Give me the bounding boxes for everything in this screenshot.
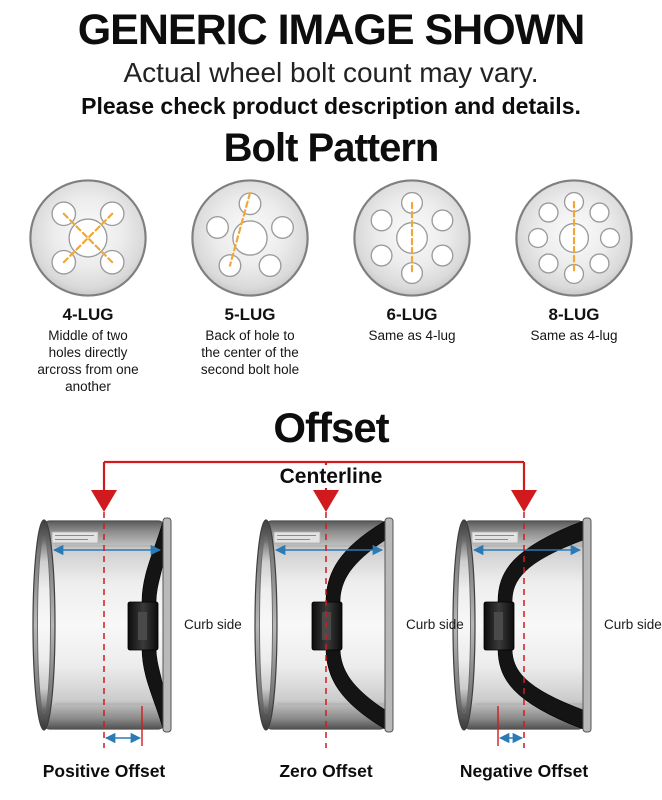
spec-label-box <box>51 531 99 543</box>
offset-diagram-svg: Curb side Curb side Curb side <box>32 460 662 748</box>
curb-side-label: Curb side <box>406 617 464 632</box>
lug-label: 6-LUG <box>386 305 438 324</box>
lug-hole <box>370 244 393 267</box>
offset-title: Offset <box>273 403 389 451</box>
lug-hole <box>538 202 559 223</box>
offset-type-labels: Positive Offset Zero Offset Negative Off… <box>0 761 662 789</box>
lug-column-5: 5-LUG Back of hole to the center of the … <box>176 175 324 379</box>
page-note: Please check product description and det… <box>81 93 581 119</box>
lug-diagram-5-icon <box>191 179 309 297</box>
centerline-pointer-triangle <box>313 489 339 512</box>
lug-hole <box>258 254 282 278</box>
zero-offset-label: Zero Offset <box>279 760 373 781</box>
lug-hole <box>431 209 454 232</box>
measurement-dashed-line <box>228 191 252 267</box>
wheel-back-lip-inner <box>457 536 471 713</box>
wheel-cross-section-positive <box>32 517 172 732</box>
lug-hole <box>527 227 549 249</box>
bolt-pattern-row: 4-LUG Middle of two holes directly arcro… <box>0 175 662 396</box>
offset-diagram: Curb side Curb side Curb side Centerline <box>0 456 662 759</box>
lug-column-8: 8-LUG Same as 4-lug <box>500 175 648 345</box>
centerline-pointer-triangle <box>91 489 117 512</box>
bolt-pattern-title: Bolt Pattern <box>223 126 440 170</box>
lug-hole <box>589 253 610 274</box>
wheel-front-lip <box>582 517 592 732</box>
lug-column-4: 4-LUG Middle of two holes directly arcro… <box>14 175 162 396</box>
page-title: GENERIC IMAGE SHOWN <box>77 6 586 54</box>
wheel-back-lip-inner <box>259 536 273 713</box>
lug-label: 5-LUG <box>224 305 276 324</box>
negative-offset-label: Negative Offset <box>459 760 589 781</box>
centerline-pointer-triangle <box>511 489 537 512</box>
positive-offset-label: Positive Offset <box>42 760 166 781</box>
lug-label: 4-LUG <box>62 305 114 324</box>
measurement-dashed-line <box>62 212 114 264</box>
lug-column-6: 6-LUG Same as 4-lug <box>338 175 486 345</box>
lug-label: 8-LUG <box>548 305 600 324</box>
lug-hole <box>589 202 610 223</box>
curb-side-label: Curb side <box>184 617 242 632</box>
wheel-cross-section-zero <box>254 517 394 732</box>
spec-label-box <box>471 531 519 543</box>
curb-side-label: Curb side <box>604 617 662 632</box>
spec-label-box <box>273 531 321 543</box>
lug-hole <box>599 227 621 249</box>
measurement-dashed-line <box>62 212 114 264</box>
wheel-front-lip <box>384 517 394 732</box>
wheel-back-lip-inner <box>37 536 51 713</box>
lug-description: Back of hole to the center of the second… <box>200 328 300 377</box>
lug-description: Middle of two holes directly arcross fro… <box>37 328 139 394</box>
hub-slot <box>494 611 503 640</box>
lug-diagram-8-icon <box>515 179 633 297</box>
lug-hole <box>370 209 393 232</box>
lug-hole <box>271 215 294 239</box>
lug-diagram-6-icon <box>353 179 471 297</box>
wheel-cross-section-negative <box>452 517 592 732</box>
page-subtitle: Actual wheel bolt count may vary. <box>123 57 539 88</box>
hub-slot <box>138 611 147 640</box>
lug-diagram-4-icon <box>29 179 147 297</box>
wheel-front-lip <box>162 517 172 732</box>
lug-hole <box>431 244 454 267</box>
center-bore-hole <box>232 220 268 256</box>
lug-description: Same as 4-lug <box>368 328 456 343</box>
lug-description: Same as 4-lug <box>530 328 618 343</box>
lug-hole <box>206 215 229 239</box>
lug-hole <box>538 253 559 274</box>
